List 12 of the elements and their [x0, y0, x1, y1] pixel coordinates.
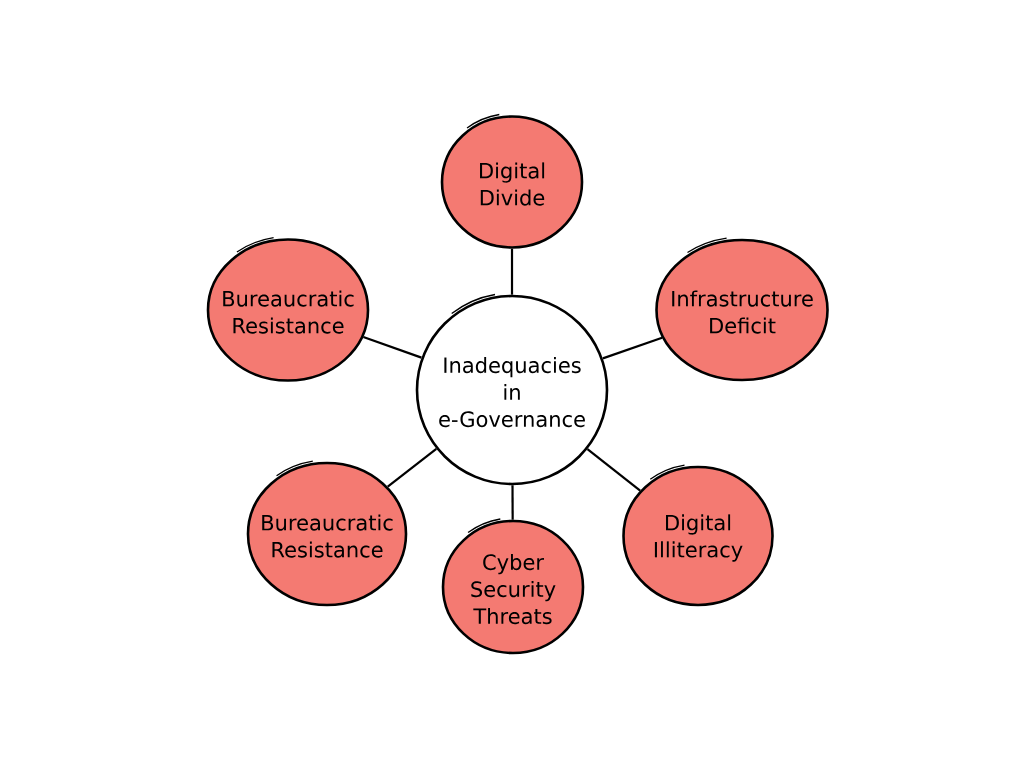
connector-line: [586, 448, 641, 492]
circle-node: Digital Illiteracy: [622, 464, 774, 607]
connector-line: [363, 335, 422, 359]
circle-node: Cyber Security Threats: [441, 518, 585, 655]
circle-node: Bureaucratic Resistance: [246, 460, 408, 607]
connector-line: [602, 336, 663, 360]
circle-node: Digital Divide: [440, 113, 584, 249]
connector-line: [510, 248, 514, 295]
circle-node: Infrastructure Deficit: [655, 237, 829, 382]
circle-node: Bureaucratic Resistance: [206, 236, 370, 382]
connector-line: [387, 448, 437, 488]
connector-line: [511, 485, 514, 520]
